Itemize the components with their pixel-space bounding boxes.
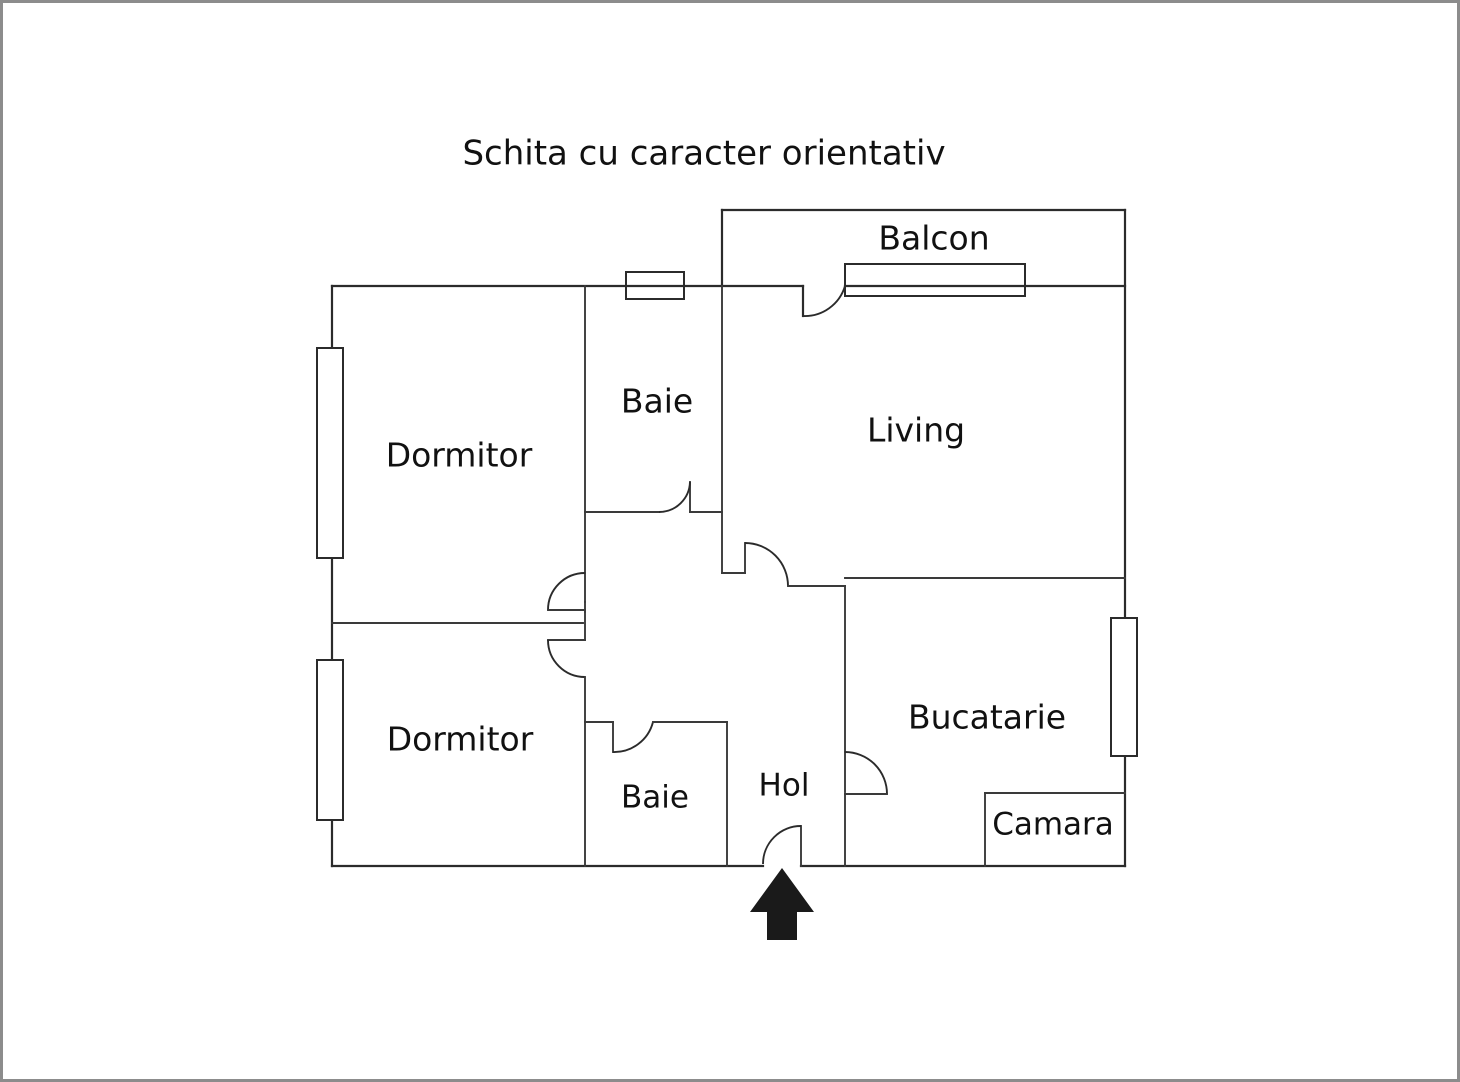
door-intrare bbox=[762, 825, 802, 867]
window-balcon bbox=[844, 263, 1026, 297]
door-balcon bbox=[802, 285, 846, 317]
room-labels: Balcon Living Baie Dormitor Dormitor Bai… bbox=[386, 219, 1114, 843]
room-label-hol: Hol bbox=[759, 768, 810, 804]
windows-group bbox=[316, 263, 1138, 821]
camara-walls bbox=[984, 792, 1126, 867]
room-label-dormitor-jos: Dormitor bbox=[387, 720, 534, 759]
room-label-balcon: Balcon bbox=[878, 219, 989, 258]
outer-walls bbox=[330, 208, 1127, 868]
room-label-living: Living bbox=[867, 411, 965, 450]
hallway-walls bbox=[547, 542, 888, 867]
window-baie-sus bbox=[625, 271, 685, 300]
room-label-baie-jos: Baie bbox=[621, 780, 689, 816]
window-bucatarie bbox=[1110, 617, 1138, 757]
room-label-dormitor-sus: Dormitor bbox=[386, 436, 533, 475]
page-title: Schita cu caracter orientativ bbox=[462, 134, 945, 174]
room-label-baie-sus: Baie bbox=[621, 382, 693, 421]
room-label-camara: Camara bbox=[992, 807, 1114, 843]
window-dormitor-jos bbox=[316, 659, 344, 821]
entrance-arrow bbox=[750, 868, 814, 940]
window-dormitor-sus bbox=[316, 347, 344, 559]
room-label-bucatarie: Bucatarie bbox=[908, 698, 1066, 737]
interior-walls-upper-left bbox=[584, 285, 723, 574]
